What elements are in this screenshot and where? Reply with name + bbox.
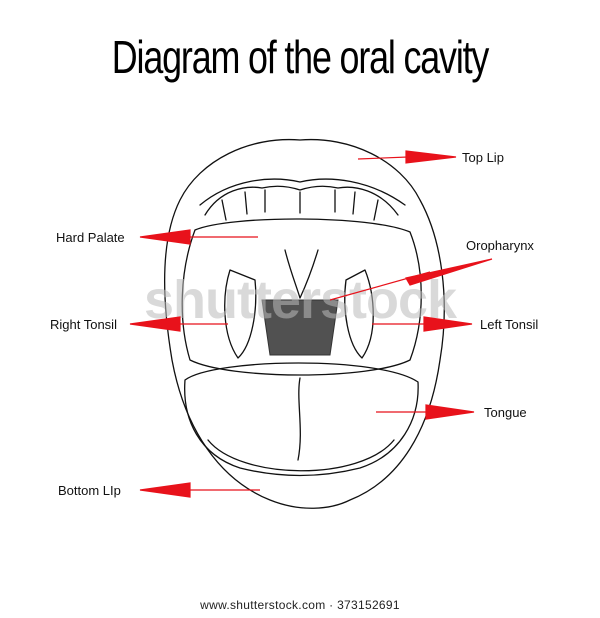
tongue-outline	[184, 362, 419, 477]
label-top-lip: Top Lip	[462, 150, 504, 165]
bottom-lip-arrow	[139, 482, 191, 498]
label-tongue: Tongue	[484, 405, 527, 420]
label-bottom-lip: Bottom LIp	[58, 483, 121, 498]
oropharynx-shading	[261, 299, 339, 356]
label-left-tonsil: Left Tonsil	[480, 317, 539, 332]
upper-teeth	[204, 185, 399, 216]
left-tonsil-arch	[344, 269, 374, 359]
bottom-lip-inner	[207, 439, 395, 472]
tongue-groove	[297, 377, 301, 461]
left-tonsil-arrow	[423, 316, 473, 332]
outer-lip-outline	[163, 138, 445, 509]
top-lip-arrow	[405, 150, 457, 164]
label-hard-palate: Hard Palate	[56, 230, 125, 245]
diagram-title: Diagram of the oral cavity	[111, 31, 490, 83]
uvula	[284, 249, 319, 299]
mouth-cavity	[181, 218, 422, 376]
label-oropharynx: Oropharynx	[466, 238, 534, 253]
label-right-tonsil: Right Tonsil	[50, 317, 117, 332]
top-lip-inner	[199, 178, 406, 206]
right-tonsil-arrow	[129, 316, 181, 332]
right-tonsil-arch	[224, 269, 257, 359]
tongue-arrow	[425, 404, 475, 420]
hard-palate-arrow	[139, 229, 191, 245]
image-credit: www.shutterstock.com · 373152691	[200, 598, 400, 612]
oropharynx-arrow	[405, 258, 493, 286]
